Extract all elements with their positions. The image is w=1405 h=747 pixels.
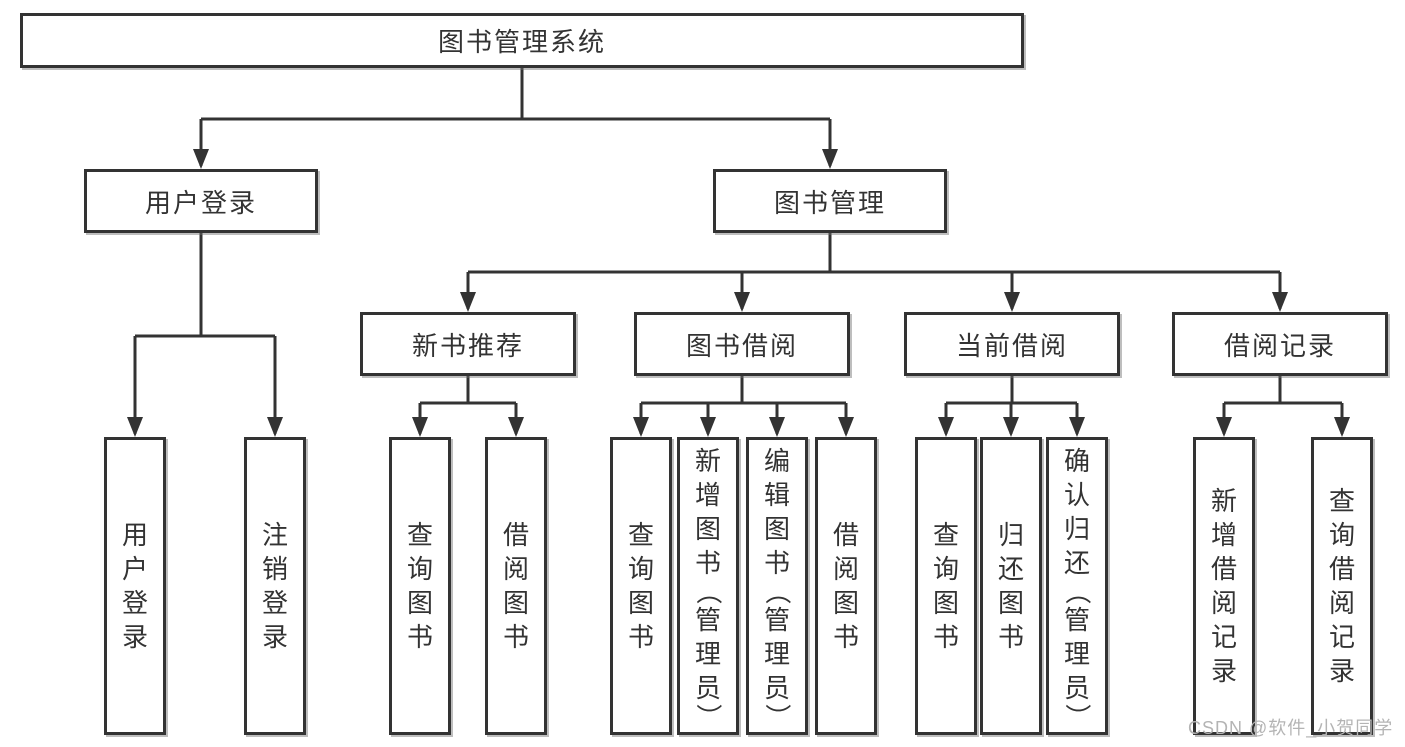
csdn-watermark: CSDN @软件_小贺同学 (1188, 718, 1394, 738)
node-label: 归还图书 (997, 520, 1024, 652)
node-book-management: 图书管理 (713, 169, 947, 233)
node-label: 注销登录 (261, 520, 288, 652)
leaf-edit-books-admin: 编辑图书（管理员） (746, 437, 808, 735)
node-library-management-system: 图书管理系统 (20, 13, 1024, 68)
leaf-add-books-admin: 新增图书（管理员） (677, 437, 739, 735)
node-label: 借阅记录 (1223, 330, 1336, 361)
node-label: 用户登录 (121, 520, 148, 652)
leaf-query-books-current: 查询图书 (915, 437, 977, 735)
node-label: 查询图书 (627, 520, 654, 652)
leaf-query-borrow-record: 查询借阅记录 (1311, 437, 1373, 735)
node-label: 查询借阅记录 (1328, 486, 1355, 686)
leaf-confirm-return-admin: 确认归还（管理员） (1046, 437, 1108, 735)
node-new-book-recommend: 新书推荐 (360, 312, 576, 376)
node-label: 图书借阅 (685, 330, 798, 361)
node-label: 查询图书 (406, 520, 433, 652)
node-borrow-record: 借阅记录 (1172, 312, 1388, 376)
node-book-borrow: 图书借阅 (634, 312, 850, 376)
leaf-query-books-borrow: 查询图书 (610, 437, 672, 735)
node-label: 新书推荐 (411, 330, 524, 361)
node-label: 新增图书（管理员） (693, 446, 724, 730)
node-label: 用户登录 (144, 187, 257, 218)
node-label: 当前借阅 (955, 330, 1068, 361)
node-label: 借阅图书 (502, 520, 529, 652)
node-label: 图书管理系统 (437, 27, 606, 57)
node-label: 确认归还（管理员） (1062, 446, 1093, 730)
node-label: 借阅图书 (832, 520, 859, 652)
leaf-logout: 注销登录 (244, 437, 306, 735)
leaf-borrow-books: 借阅图书 (815, 437, 877, 735)
leaf-user-login: 用户登录 (104, 437, 166, 735)
node-user-login: 用户登录 (84, 169, 318, 233)
node-current-borrow: 当前借阅 (904, 312, 1120, 376)
leaf-borrow-books-recommend: 借阅图书 (485, 437, 547, 735)
node-label: 查询图书 (932, 520, 959, 652)
leaf-return-books: 归还图书 (980, 437, 1042, 735)
leaf-add-borrow-record: 新增借阅记录 (1193, 437, 1255, 735)
node-label: 新增借阅记录 (1210, 486, 1237, 686)
node-label: 编辑图书（管理员） (762, 446, 793, 730)
leaf-query-books-recommend: 查询图书 (389, 437, 451, 735)
node-label: 图书管理 (773, 187, 886, 218)
